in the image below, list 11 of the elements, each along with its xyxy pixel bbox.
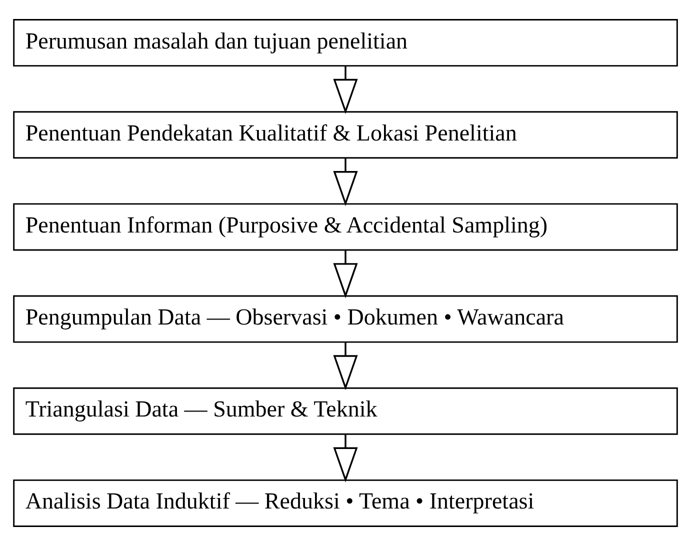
node-box: Triangulasi Data — Sumber & Teknik (13, 386, 678, 434)
arrow (333, 250, 358, 298)
arrow (333, 65, 358, 114)
node-box: Penentuan Pendekatan Kualitatif & Lokasi Penelitian (13, 110, 678, 158)
arrow (333, 342, 358, 390)
arrow (333, 434, 358, 482)
arrow (333, 157, 358, 206)
node-box: Pengumpulan Data — Observasi • Dokumen • Wawancara (13, 294, 678, 342)
node-box: Penentuan Informan (Purposive & Accidental Sampling) (13, 202, 678, 250)
node-box: Perumusan masalah dan tujuan penelitian (13, 18, 678, 66)
node-box: Analisis Data Induktif — Reduksi • Tema • Interpretasi (13, 478, 678, 526)
